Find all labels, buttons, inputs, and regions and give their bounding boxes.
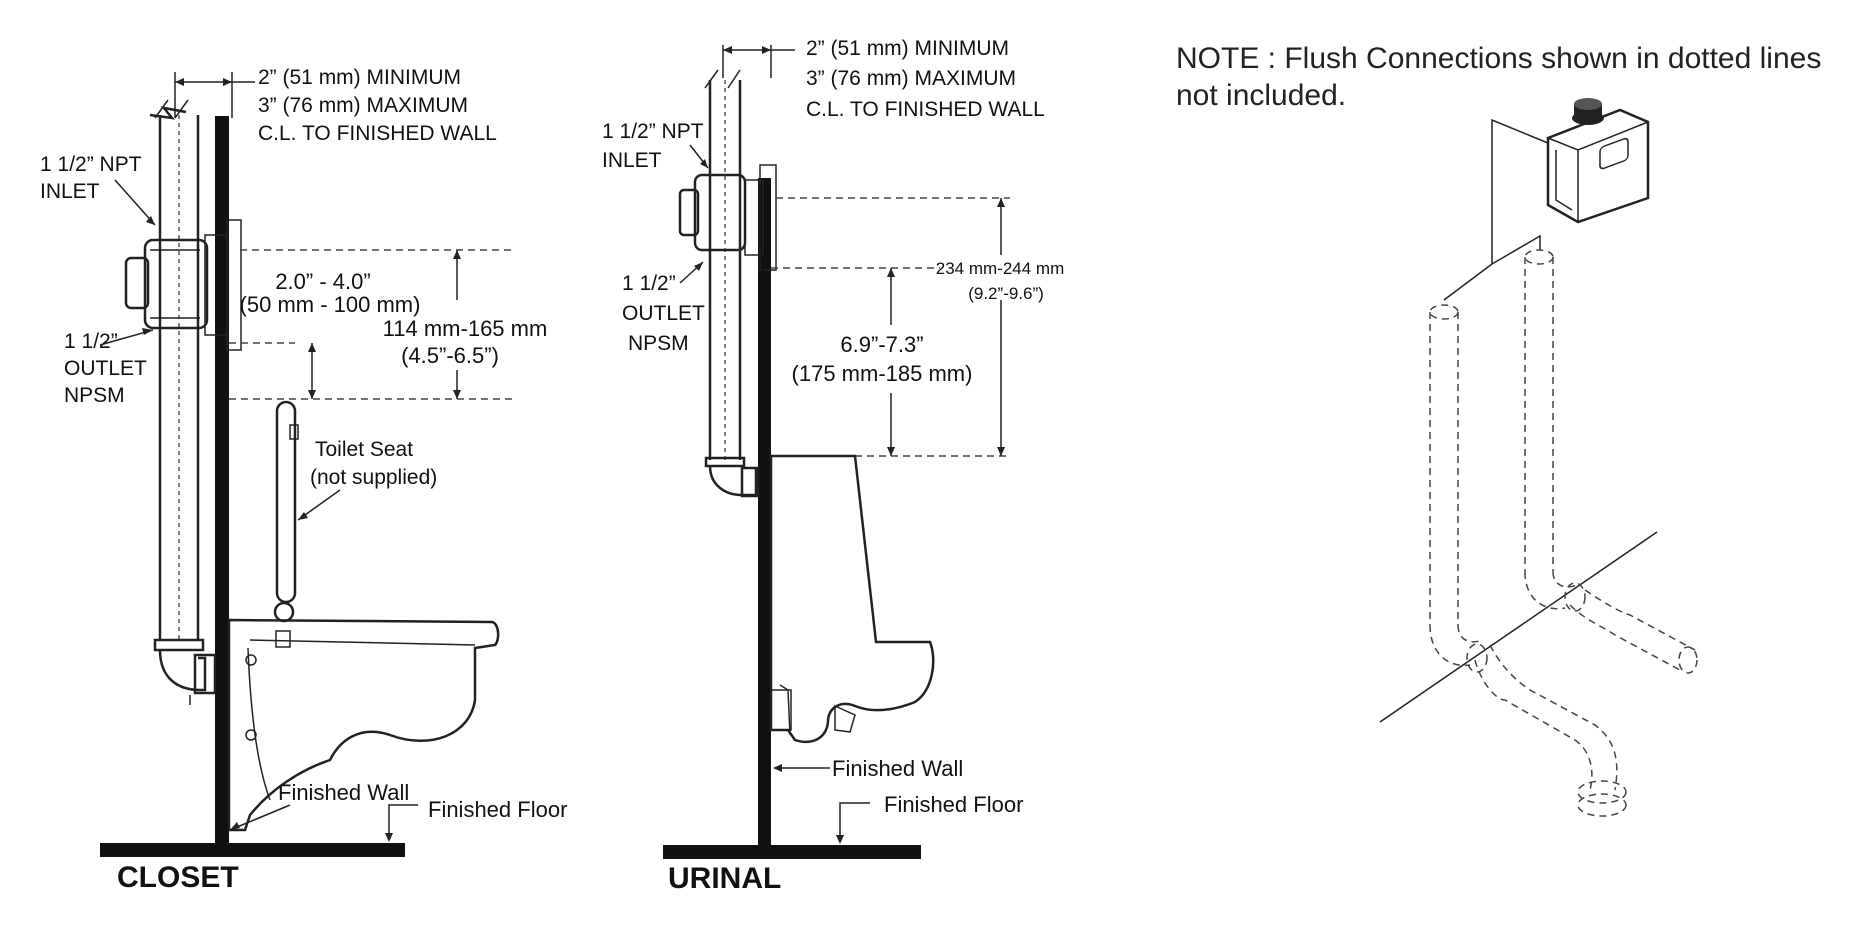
urinal-outlet-line2: OUTLET [622,302,705,325]
closet-bowl [227,618,500,832]
pipe-icon [1429,249,1578,667]
closet-seat-line1: Toilet Seat [315,438,413,461]
closet-dim-valve-line2: (50 mm - 100 mm) [240,292,421,317]
urinal-supply-pipe [704,69,742,460]
closet-outlet-line2: OUTLET [64,357,147,380]
closet-dim-top-line2: 3” (76 mm) MAXIMUM [258,94,468,117]
note-line1: NOTE : Flush Connections shown in dotted… [1176,42,1821,75]
urinal-body [769,454,935,744]
rear-pipes [1466,582,1698,817]
closet-top-dimension [174,72,255,118]
urinal-inlet-line1: 1 1/2” NPT [602,120,704,143]
toilet-seat [273,400,299,623]
urinal-flush-valve-icon [678,164,777,271]
urinal-dim-top-line3: C.L. TO FINISHED WALL [806,98,1045,121]
urinal-dim-top-line1: 2” (51 mm) MINIMUM [806,37,1009,60]
urinal-wall [758,178,771,850]
closet-dim-valve-line1: 2.0” - 4.0” [275,269,370,294]
closet-outlet-line1: 1 1/2” [64,330,118,353]
urinal-title: URINAL [668,862,781,895]
closet-inlet-line2: INLET [40,180,100,203]
urinal-dim-inner-line2: (175 mm-185 mm) [792,361,973,386]
urinal-dim-top-line2: 3” (76 mm) MAXIMUM [806,67,1016,90]
urinal-dim-outer-line2: (9.2”-9.6”) [968,284,1044,303]
note-line2: not included. [1176,79,1346,112]
closet-seat-line2: (not supplied) [310,466,437,489]
closet-outlet-line3: NPSM [64,384,125,407]
closet-floor [100,843,405,857]
closet-wall [215,116,229,851]
isometric-assembly [1379,98,1698,817]
urinal-dim-outer-line1: 234 mm-244 mm [936,259,1064,278]
closet-dim-height-line2: (4.5”-6.5”) [401,343,499,368]
urinal-dim-inner-line1: 6.9”-7.3” [840,332,923,357]
closet-supply-pipe [149,99,200,640]
urinal-inlet-line2: INLET [602,149,662,172]
closet-dim-height-line1: 114 mm-165 mm [383,316,548,341]
closet-elbow [153,638,217,705]
closet-finished-floor: Finished Floor [428,797,567,822]
sensor-box-icon [1546,98,1650,224]
closet-inlet-line1: 1 1/2” NPT [40,153,142,176]
urinal-outlet-line1: 1 1/2” [622,272,676,295]
closet-dim-top-line3: C.L. TO FINISHED WALL [258,122,497,145]
closet-title: CLOSET [117,861,239,894]
urinal-finished-wall: Finished Wall [832,756,963,781]
closet-dim-top-line1: 2” (51 mm) MINIMUM [258,66,461,89]
urinal-outlet-line3: NPSM [628,332,689,355]
flush-valve-icon [124,219,242,351]
urinal-finished-floor: Finished Floor [884,792,1023,817]
urinal-floor [663,845,921,859]
urinal-diagram: 2” (51 mm) MINIMUM 3” (76 mm) MAXIMUM C.… [602,37,1064,895]
urinal-elbow [704,456,760,498]
closet-diagram: 2” (51 mm) MINIMUM 3” (76 mm) MAXIMUM C.… [40,66,567,894]
closet-finished-wall: Finished Wall [278,780,409,805]
